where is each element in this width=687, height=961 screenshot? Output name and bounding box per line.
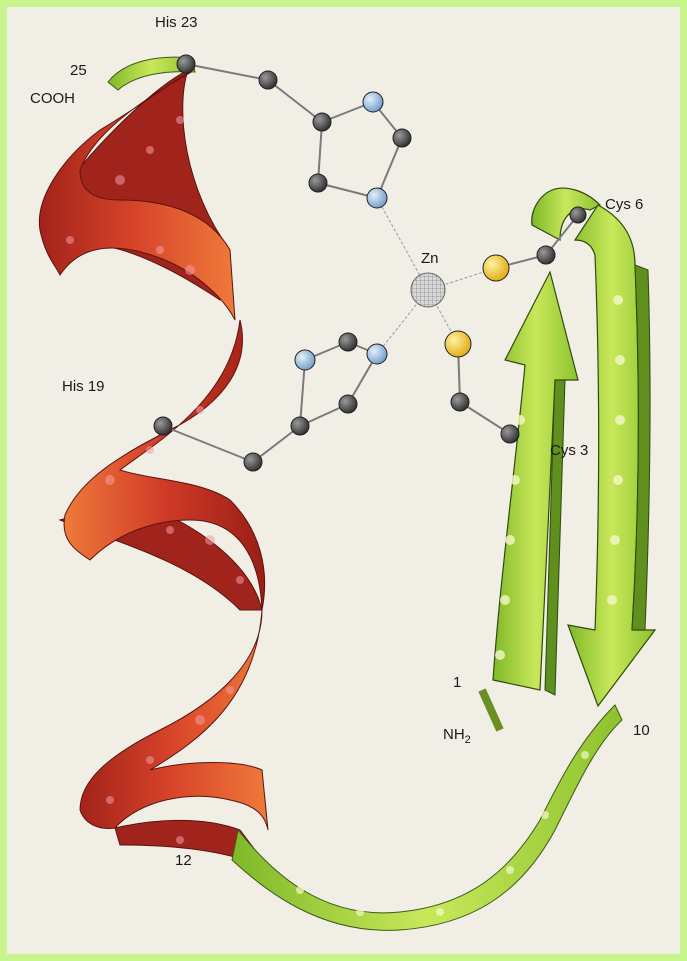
zinc-atom — [411, 273, 445, 307]
label-nh2: NH2 — [443, 727, 471, 746]
sulfur-atom — [445, 331, 471, 357]
carbon-atom — [291, 417, 309, 435]
nitrogen-atom — [295, 350, 315, 370]
zinc-finger-diagram — [7, 7, 680, 954]
carbon-atom — [309, 174, 327, 192]
carbon-atom — [177, 55, 195, 73]
label-zn: Zn — [421, 251, 439, 266]
nitrogen-atom — [363, 92, 383, 112]
carbon-atom — [451, 393, 469, 411]
beta-strand-1 — [482, 272, 578, 730]
label-25: 25 — [70, 63, 87, 78]
loop-12-to-10 — [232, 705, 622, 930]
label-12: 12 — [175, 853, 192, 868]
carbon-atom — [154, 417, 172, 435]
carbon-atom — [259, 71, 277, 89]
carbon-atom — [339, 333, 357, 351]
label-nh: NH — [443, 726, 465, 743]
carbon-atom — [501, 425, 519, 443]
label-his19: His 19 — [62, 379, 105, 394]
label-10: 10 — [633, 723, 650, 738]
label-cys3: Cys 3 — [550, 443, 588, 458]
nitrogen-atom — [367, 344, 387, 364]
carbon-atom — [313, 113, 331, 131]
carbon-atom — [537, 246, 555, 264]
label-his23: His 23 — [155, 15, 198, 30]
alpha-helix — [39, 70, 270, 870]
figure-frame: His 23 25 COOH Cys 6 Zn His 19 Cys 3 1 N… — [7, 7, 680, 954]
label-nh-subscript: 2 — [465, 734, 471, 746]
label-cys6: Cys 6 — [605, 197, 643, 212]
carbon-atom — [393, 129, 411, 147]
carbon-atom — [339, 395, 357, 413]
nitrogen-atom — [367, 188, 387, 208]
label-cooh: COOH — [30, 91, 75, 106]
label-1: 1 — [453, 675, 461, 690]
sulfur-atom — [483, 255, 509, 281]
carbon-atom — [570, 207, 586, 223]
carbon-atom — [244, 453, 262, 471]
